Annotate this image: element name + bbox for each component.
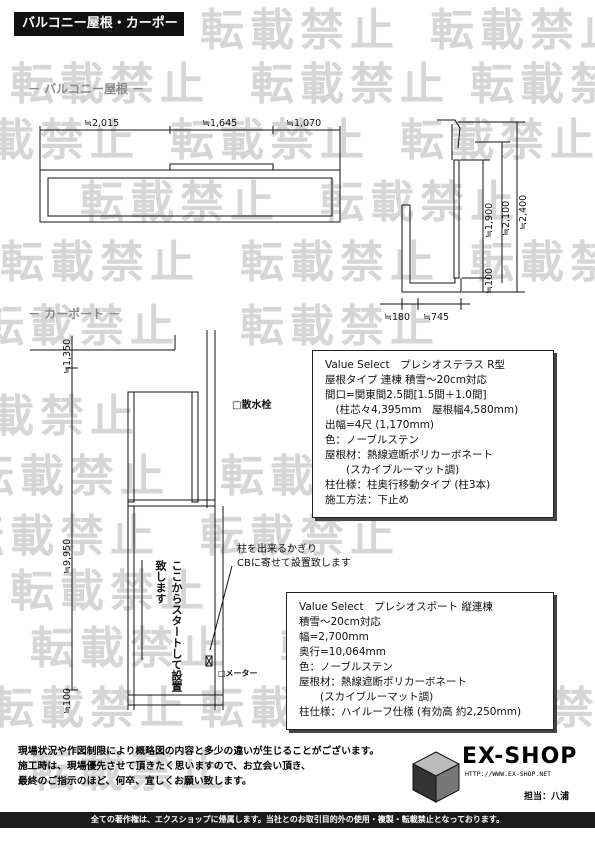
dim-balcony-h4: ≒100 bbox=[484, 268, 495, 294]
spec-line: (柱芯々4,395mm 屋根幅4,580mm) bbox=[325, 404, 519, 416]
watermark: 転載禁止 bbox=[470, 237, 595, 288]
spec-line: 施工方法：下止め bbox=[325, 494, 409, 506]
carport-section-label: － カーポート － bbox=[28, 307, 121, 321]
footer-note-line: 最終のご指示のほど、何卒、宜しくお願い致します。 bbox=[18, 776, 252, 787]
watermark: 転載禁止 bbox=[0, 451, 170, 502]
page-title: バルコニー屋根・カーポート bbox=[14, 12, 184, 55]
logo-url: HTTP://WWW.EX-SHOP.NET bbox=[465, 770, 552, 778]
watermark: 転載禁止 bbox=[320, 177, 520, 228]
watermark: 転載禁止 bbox=[170, 115, 370, 166]
copyright-bar: 全ての著作権は、エクスショップに帰属します。当社とのお取引目的外の使用・複製・転… bbox=[0, 812, 595, 828]
dim-balcony-w2: ≒1,645 bbox=[202, 118, 237, 129]
footer-note-line: 現場状況や作図制限により概略図の内容と多少の違いが生じることがございます。 bbox=[18, 746, 380, 757]
dim-carport-length: ≒9,950 bbox=[62, 539, 73, 574]
logo-text: EX-SHOP bbox=[462, 744, 578, 769]
spec-line: 柱仕様：柱奥行移動タイプ (柱3本) bbox=[325, 479, 491, 491]
watermark: 転載禁止 bbox=[30, 746, 230, 797]
start-note: ここからスタートして設置致します bbox=[154, 560, 183, 692]
watermark: 転載禁止 bbox=[430, 5, 595, 56]
watermark: 転載禁止 bbox=[250, 59, 450, 110]
spec-line: 奥行=10,064mm bbox=[299, 646, 386, 658]
spec-box-balcony: Value Select プレシオステラス R型 屋根タイプ 連棟 積雪～20c… bbox=[312, 350, 554, 518]
spec-line: 出幅=4尺 (1,170mm) bbox=[325, 419, 435, 431]
watermark: 転載禁止 bbox=[0, 301, 180, 352]
spec-line: 屋根材：熱線遮断ポリカーボネート bbox=[299, 676, 467, 688]
spec-line: (スカイブルーマット調) bbox=[325, 464, 460, 476]
watermark: 転載禁止 bbox=[0, 237, 200, 288]
dim-balcony-h3: ≒2,400 bbox=[518, 195, 529, 230]
spec-box-carport: Value Select プレシオスポート 縦連棟 積雪～20cm対応 幅=2,… bbox=[286, 592, 554, 730]
watermark: 転載禁止 bbox=[10, 59, 210, 110]
watermark: 転載禁止 bbox=[80, 177, 280, 228]
dim-carport-top: ≒1,350 bbox=[62, 339, 73, 374]
dim-balcony-b2: ≒745 bbox=[423, 312, 449, 323]
meter-label: □メーター bbox=[218, 669, 258, 678]
spec-line: 柱仕様：ハイルーフ仕様 (有効高 約2,250mm) bbox=[299, 706, 522, 718]
spec-line: 屋根材：熱線遮断ポリカーボネート bbox=[325, 449, 493, 461]
spec-line: 幅=2,700mm bbox=[299, 631, 369, 643]
spec-line: 間口=関東間2.5間[1.5間＋1.0間] bbox=[325, 389, 487, 401]
pillar-note-1: 柱を出来るかぎり bbox=[237, 544, 317, 555]
watermark: 転載禁止 bbox=[30, 623, 230, 674]
spec-line: 色：ノーブルステン bbox=[325, 434, 419, 446]
dim-balcony-w3: ≒1,070 bbox=[286, 118, 321, 129]
watermark: 転載禁止 bbox=[200, 5, 400, 56]
spec-line: 屋根タイプ 連棟 積雪～20cm対応 bbox=[325, 374, 488, 386]
footer-notes: 現場状況や作図制限により概略図の内容と多少の違いが生じることがございます。 施工… bbox=[18, 744, 379, 789]
watermark: 転載禁止 bbox=[200, 511, 400, 562]
drain-label: □散水栓 bbox=[232, 400, 272, 411]
person-in-charge: 担当：八浦 bbox=[524, 792, 570, 802]
watermark: 転載禁止 bbox=[0, 391, 140, 442]
dim-balcony-h1: ≒1,900 bbox=[484, 203, 495, 238]
balcony-section-label: － バルコニー屋根 － bbox=[28, 82, 145, 96]
watermark: 転載禁止 bbox=[0, 683, 190, 734]
dim-balcony-b1: ≒180 bbox=[384, 312, 410, 323]
logo-cube-icon bbox=[411, 751, 461, 803]
watermark: 転載禁止 bbox=[400, 115, 595, 166]
watermark: 転載禁止 bbox=[470, 59, 595, 110]
dim-balcony-w1: ≒2,015 bbox=[84, 118, 119, 129]
footer-note-line: 施工時は、現場優先させて頂きたく思いますので、お立会い頂き、 bbox=[18, 761, 311, 772]
dim-carport-bottom: ≒100 bbox=[62, 688, 73, 714]
spec-line: 積雪～20cm対応 bbox=[299, 616, 381, 628]
pillar-note-2: CBに寄せて設置致します bbox=[237, 558, 351, 569]
spec-line: Value Select プレシオステラス R型 bbox=[325, 359, 505, 371]
dim-balcony-h2: ≒2,100 bbox=[501, 201, 512, 236]
spec-line: Value Select プレシオスポート 縦連棟 bbox=[299, 601, 493, 613]
spec-line: 色：ノーブルステン bbox=[299, 661, 393, 673]
watermark: 転載禁止 bbox=[0, 115, 140, 166]
watermark: 転載禁止 bbox=[10, 566, 210, 617]
spec-line: (スカイブルーマット調) bbox=[299, 691, 434, 703]
